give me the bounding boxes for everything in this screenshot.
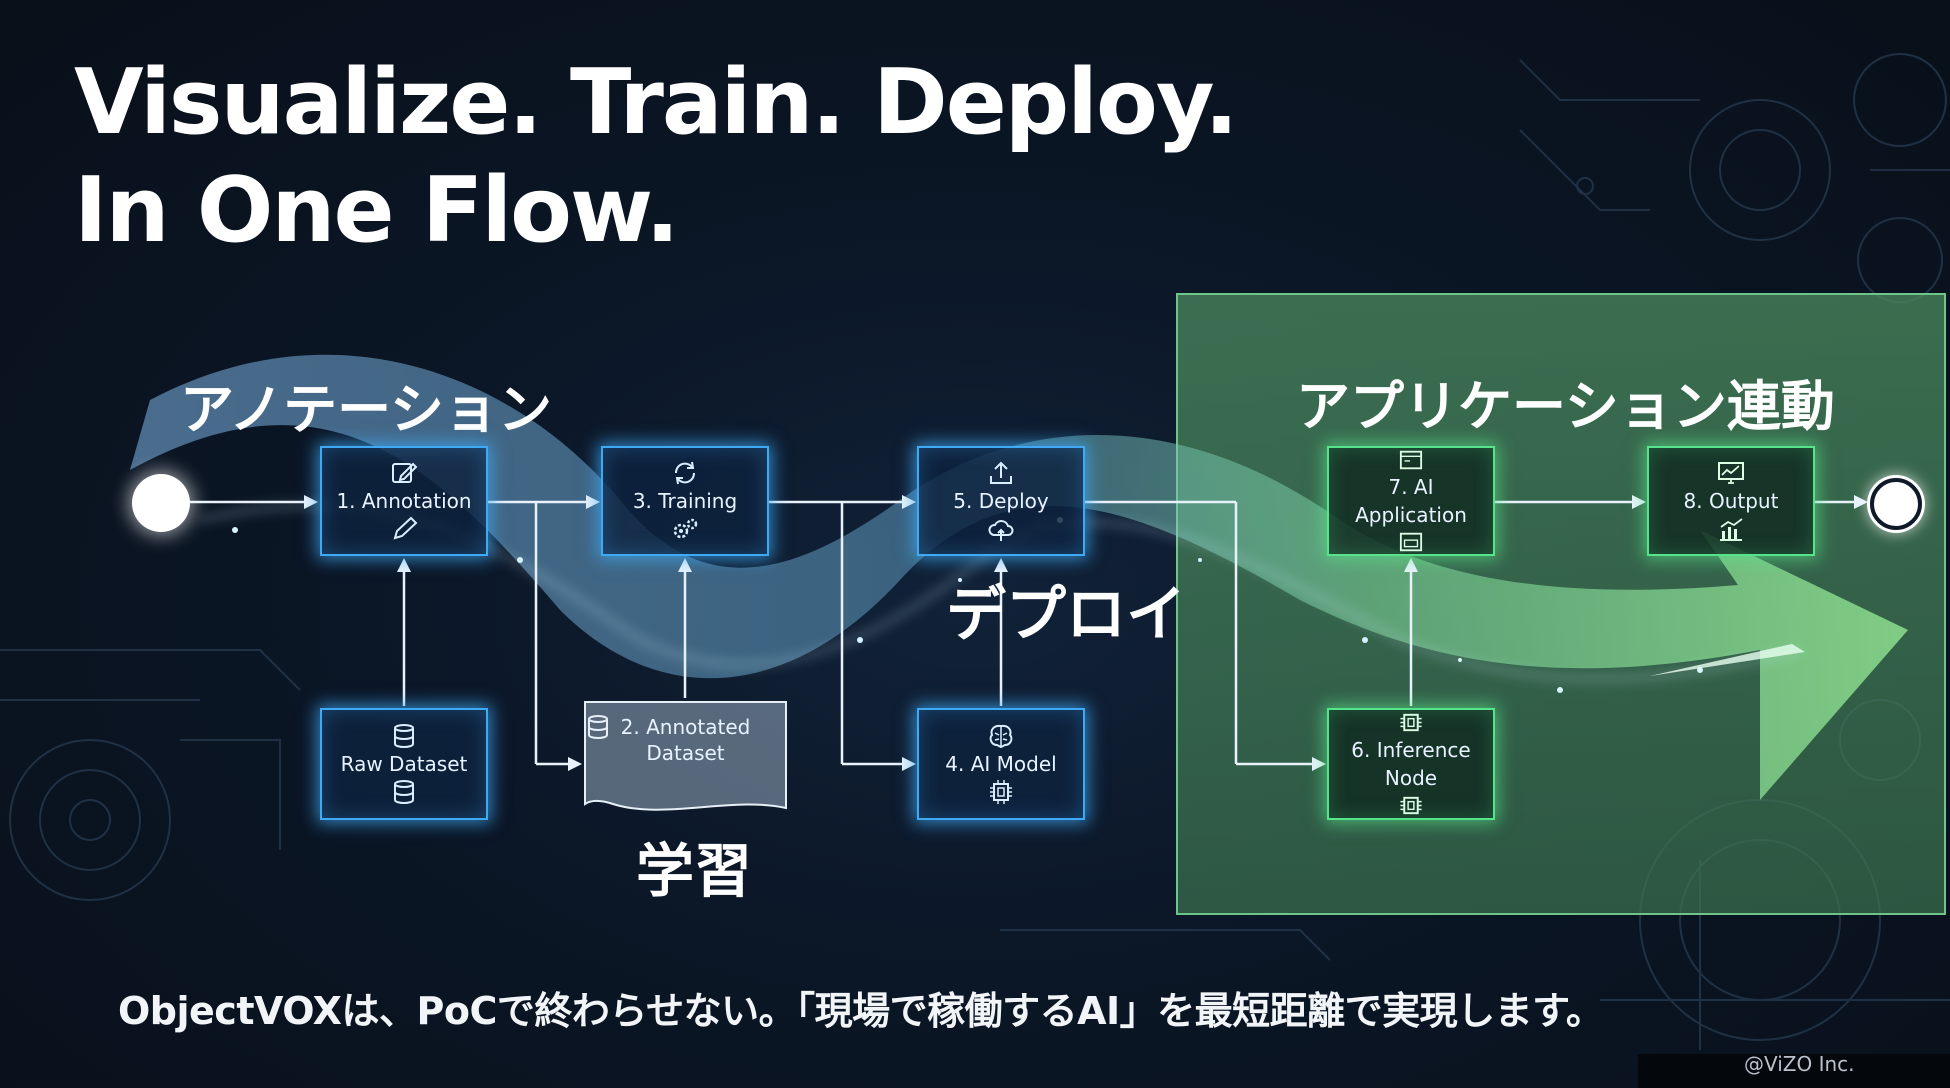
database-icon [588, 715, 608, 739]
stage-label-training: 学習 [636, 837, 753, 905]
line-chart-icon [1718, 462, 1744, 484]
connector-arrowheads [304, 495, 1868, 771]
chip-icon [1400, 796, 1422, 815]
node-raw-dataset[interactable]: Raw Dataset [320, 708, 488, 820]
node-training-label: 3. Training [632, 489, 738, 513]
brain-icon [989, 724, 1013, 749]
node-annotated-dataset[interactable]: 2. Annotated Dataset [583, 700, 788, 818]
upload-icon [990, 461, 1012, 484]
node-annotated-dataset-label-2: Dataset [646, 741, 725, 765]
stage-label-deploy: デプロイ [946, 580, 1186, 650]
node-annotation[interactable]: 1. Annotation [320, 446, 488, 556]
database-icon [394, 780, 414, 804]
window-icon [1399, 450, 1423, 470]
database-icon [394, 724, 414, 748]
tagline: ObjectVOXは、PoCで終わらせない。「現場で稼働するAI」を最短距離で実… [118, 989, 1604, 1033]
node-deploy[interactable]: 5. Deploy [917, 446, 1085, 556]
node-output-label: 8. Output [1683, 489, 1779, 513]
connectors [190, 500, 1862, 766]
bar-chart-icon [1720, 518, 1743, 541]
flow-sparkles [232, 517, 1703, 693]
title-line-2: In One Flow. [74, 158, 680, 263]
node-ai-application[interactable]: 7. AI Application [1327, 446, 1495, 556]
window-icon [1399, 532, 1423, 552]
node-ai-application-label-2: Application [1355, 503, 1467, 527]
stage-label-application: アプリケーション連動 [1296, 375, 1835, 438]
flow-ribbon [130, 354, 1908, 800]
chip-icon [990, 780, 1012, 804]
node-output[interactable]: 8. Output [1647, 446, 1815, 556]
pencil-icon [393, 516, 418, 540]
node-annotation-label: 1. Annotation [336, 489, 472, 513]
flow-glow [199, 504, 1801, 681]
node-inference[interactable]: 6. Inference Node [1327, 708, 1495, 820]
document-shape [584, 701, 787, 811]
node-ai-model-label: 4. AI Model [945, 752, 1057, 776]
copyright-bar [1638, 1054, 1950, 1088]
stage-label-annotation: アノテーション [180, 378, 553, 441]
node-inference-label-2: Node [1384, 766, 1438, 790]
copyright-text: @ViZO Inc. [1744, 1052, 1855, 1076]
node-ai-application-label-1: 7. AI [1388, 475, 1434, 499]
cloud-upload-icon [988, 520, 1014, 541]
refresh-icon [674, 461, 696, 485]
edit-icon [392, 462, 418, 483]
node-ai-model[interactable]: 4. AI Model [917, 708, 1085, 820]
gears-icon [673, 518, 698, 539]
flow-end-dot [1870, 478, 1922, 530]
flow-start-dot [132, 474, 190, 532]
flow-arrowhead [1650, 644, 1805, 676]
title-line-1: Visualize. Train. Deploy. [74, 50, 1238, 155]
node-raw-dataset-label: Raw Dataset [340, 752, 468, 776]
node-training[interactable]: 3. Training [601, 446, 769, 556]
node-inference-label-1: 6. Inference [1351, 738, 1471, 762]
node-annotated-dataset-label-1: 2. Annotated [620, 715, 751, 739]
chip-icon [1400, 713, 1422, 732]
node-deploy-label: 5. Deploy [953, 489, 1049, 513]
